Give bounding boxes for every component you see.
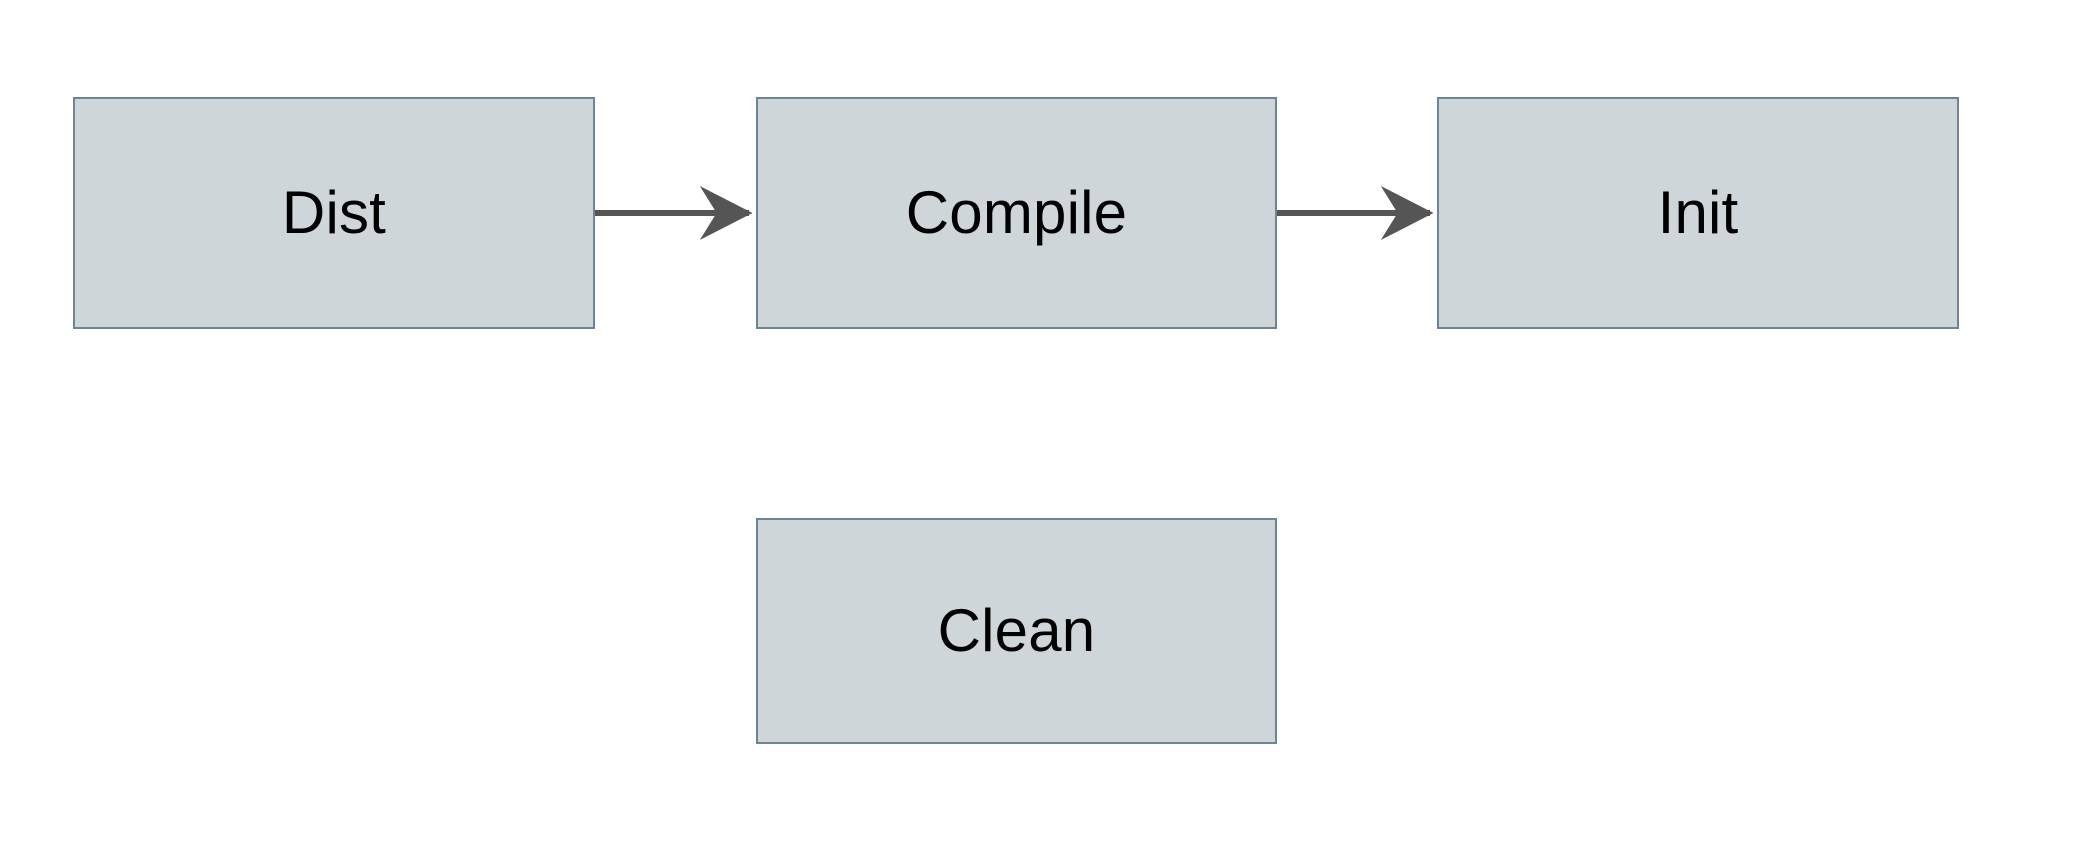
node-clean[interactable]: Clean [756, 518, 1277, 744]
node-dist[interactable]: Dist [73, 97, 595, 329]
node-init[interactable]: Init [1437, 97, 1959, 329]
node-init-label: Init [1657, 179, 1739, 246]
node-clean-label: Clean [937, 597, 1096, 664]
node-compile[interactable]: Compile [756, 97, 1277, 329]
node-dist-label: Dist [281, 179, 387, 246]
node-compile-label: Compile [905, 179, 1128, 246]
